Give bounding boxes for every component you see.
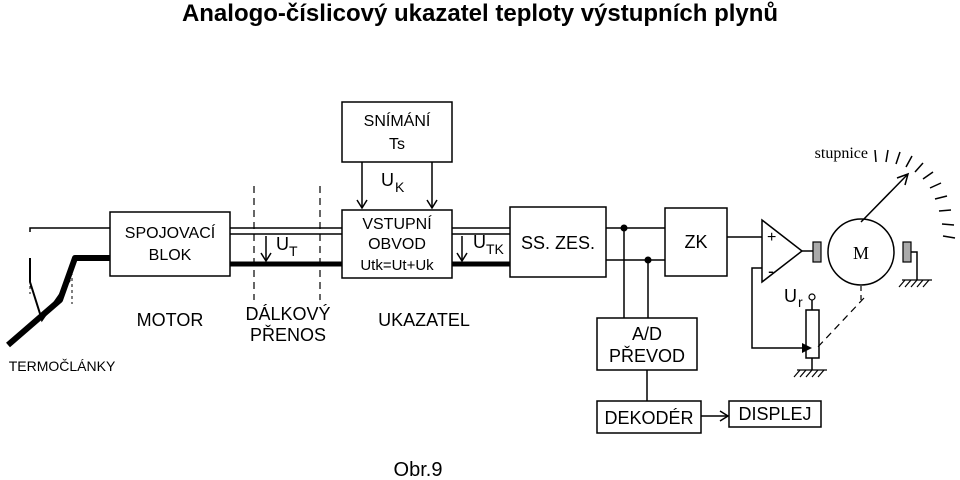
potentiometer-terminal	[808, 293, 816, 301]
transmission-line	[230, 227, 510, 267]
display-block	[728, 400, 822, 428]
opamp-triangle	[761, 218, 804, 284]
motor-brush-right	[902, 241, 912, 263]
thermocouples-label: TERMOČLÁNKY	[9, 358, 116, 374]
dc-amplifier-label: SS. ZES.	[521, 233, 595, 253]
section-dividers	[253, 186, 321, 300]
uk-label-subscript: K	[395, 179, 405, 195]
dc-amplifier-block	[509, 206, 607, 278]
ur-label: U	[784, 286, 797, 306]
sensing-block-label-1: SNÍMÁNÍ	[364, 111, 431, 130]
ut-label-subscript: T	[289, 243, 298, 259]
utk-voltage-arrow	[456, 236, 468, 263]
decoder-label: DEKODÉR	[604, 408, 693, 428]
input-circuit-label-1: VSTUPNÍ	[362, 214, 432, 233]
scale-ticks	[874, 149, 956, 239]
ground-icon	[898, 279, 932, 288]
needle-arrow	[860, 172, 910, 223]
coupling-block-label-1: SPOJOVACÍ	[125, 223, 216, 242]
potentiometer	[805, 309, 820, 359]
opamp-plus: +	[767, 229, 776, 246]
decoder-to-display-arrow	[701, 410, 730, 422]
display-label: DISPLEJ	[738, 404, 811, 424]
ut-voltage-arrow	[260, 236, 272, 263]
motor-circle	[827, 218, 895, 286]
utk-label: U	[473, 232, 486, 252]
decoder-block	[596, 400, 702, 434]
sensing-block-label-2: Ts	[389, 136, 405, 153]
scale-label: stupnice	[815, 145, 868, 162]
potentiometer-linkage-dashed	[814, 297, 865, 351]
uk-label: U	[381, 170, 394, 190]
input-circuit-formula: Utk=Ut+Uk	[360, 257, 434, 274]
junction-dot	[644, 256, 652, 264]
ad-converter-label-2: PŘEVOD	[609, 346, 685, 366]
thermocouples	[6, 227, 110, 348]
utk-label-subscript: TK	[486, 241, 505, 257]
motor-symbol: M	[853, 243, 869, 263]
uk-voltage-arrows	[356, 162, 438, 210]
junction-dot	[620, 224, 628, 232]
input-circuit-block	[341, 209, 453, 279]
ur-label-subscript: r	[798, 294, 803, 310]
ground-icon	[793, 369, 827, 378]
coupling-block	[109, 211, 231, 277]
amplifier-output-wires	[606, 227, 665, 318]
opamp-minus: -	[768, 261, 774, 281]
indicator-section-label: UKAZATEL	[378, 310, 470, 330]
zk-label: ZK	[684, 232, 707, 252]
motor-ground-wire	[911, 251, 918, 280]
input-circuit-label-2: OBVOD	[368, 236, 426, 253]
sensing-block	[341, 101, 453, 163]
wiper-arrow	[802, 343, 812, 353]
figure-label: Obr.9	[394, 459, 443, 480]
motor-brush-left	[812, 241, 822, 263]
feedback-wire	[751, 267, 803, 349]
coupling-block-label-2: BLOK	[149, 247, 192, 264]
zk-block	[664, 207, 728, 277]
ad-converter-label-1: A/D	[632, 324, 662, 344]
diagram-title: Analogo-číslicový ukazatel teploty výstu…	[182, 0, 778, 27]
remote-transmission-label-2: PŘENOS	[250, 325, 326, 345]
remote-transmission-label-1: DÁLKOVÝ	[245, 304, 330, 324]
ut-label: U	[276, 234, 289, 254]
motor-section-label: MOTOR	[137, 310, 204, 330]
